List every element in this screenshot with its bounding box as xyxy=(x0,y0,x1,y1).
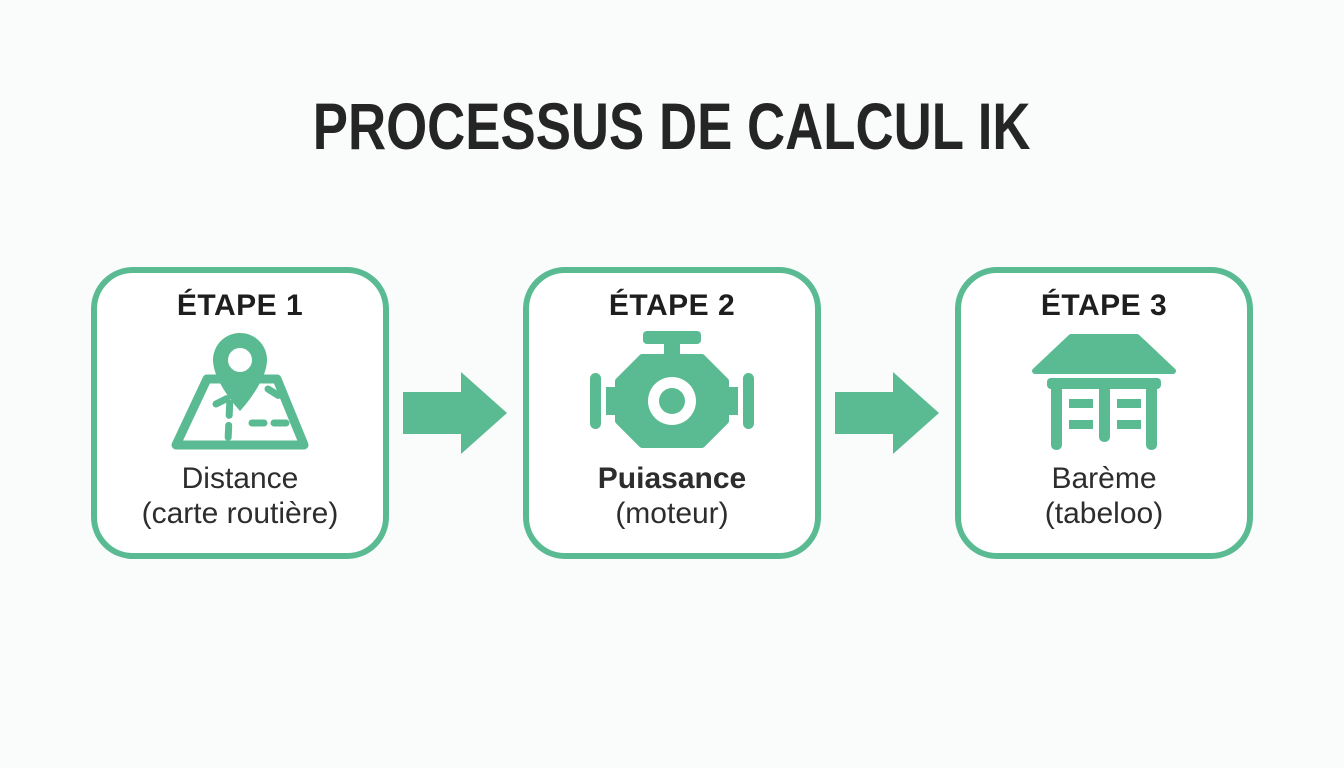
page-title: PROCESSUS DE CALCUL IK xyxy=(313,89,1031,163)
step-2-label: Puiasance xyxy=(597,461,747,495)
step-3-sublabel: (tabeloo) xyxy=(1044,496,1164,530)
step-1-label-block: Distance (carte routière) xyxy=(142,461,339,531)
step-1-sublabel: (carte routière) xyxy=(141,496,339,530)
step-1-card: ÉTAPE 1 Distance ( xyxy=(91,266,389,559)
map-pin-icon xyxy=(164,323,316,461)
process-steps-row: ÉTAPE 1 Distance ( xyxy=(91,266,1253,559)
right-arrow-icon xyxy=(403,371,507,454)
table-icon xyxy=(1029,323,1179,461)
step-1-header: ÉTAPE 1 xyxy=(176,288,304,322)
step-2-header: ÉTAPE 2 xyxy=(608,288,736,322)
step-2-sublabel: (moteur) xyxy=(615,496,729,530)
step-1-label: Distance xyxy=(181,461,299,495)
connector-2 xyxy=(821,370,955,456)
step-3-label-block: Barème (tabeloo) xyxy=(1045,461,1163,531)
right-arrow-icon xyxy=(835,371,939,454)
engine-icon xyxy=(588,323,756,461)
step-3-header: ÉTAPE 3 xyxy=(1040,288,1168,322)
step-2-label-block: Puiasance (moteur) xyxy=(598,461,746,531)
step-3-card: ÉTAPE 3 Ba xyxy=(955,266,1253,559)
connector-1 xyxy=(389,370,523,456)
step-3-label: Barème xyxy=(1051,461,1157,495)
step-2-card: ÉTAPE 2 xyxy=(523,266,821,559)
